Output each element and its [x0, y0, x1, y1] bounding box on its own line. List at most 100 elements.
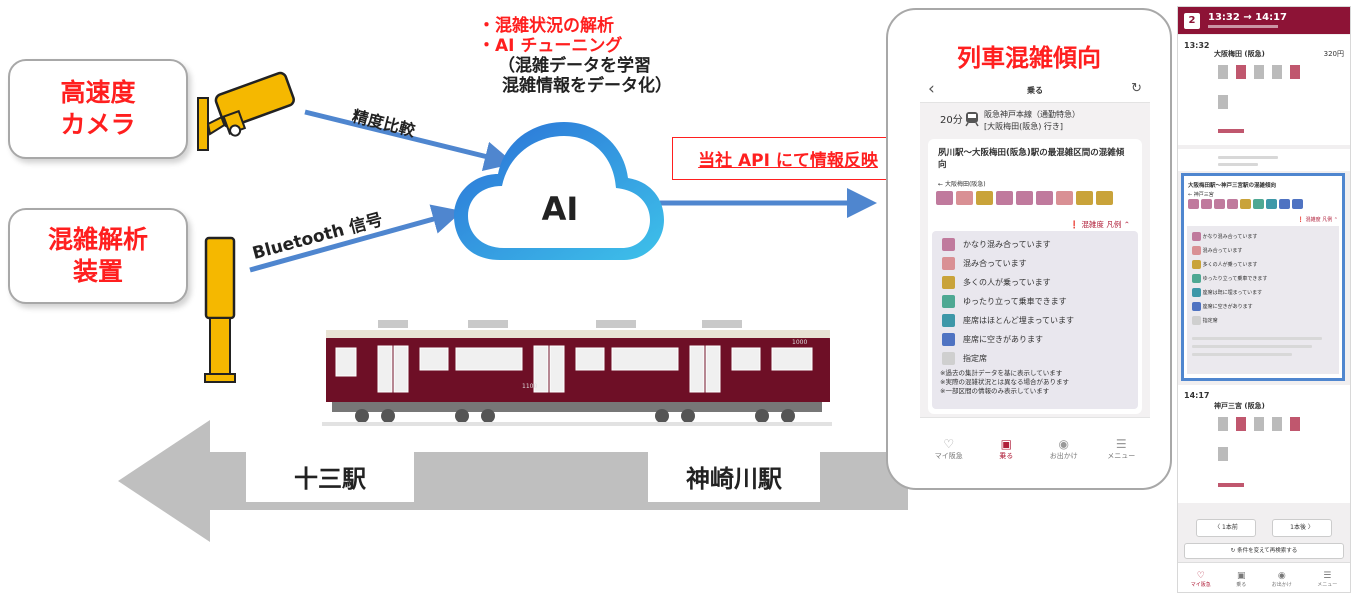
r-nav-menu[interactable]: ☰メニュー: [1317, 571, 1338, 588]
legend-swatch: [942, 332, 955, 346]
r-car-row: [1188, 199, 1305, 211]
legend-swatch: [942, 237, 955, 251]
info-icon: ❗: [1069, 220, 1080, 229]
device-to-ai-arrow: [249, 204, 463, 273]
nav-ride[interactable]: ▣乗る: [984, 437, 1029, 461]
legend-swatch: [942, 351, 955, 365]
direction-text: 大阪梅田(阪急): [944, 181, 986, 188]
legend-row: 混み合っています: [942, 256, 1027, 270]
api-label-box: 当社 API にて情報反映: [672, 137, 904, 180]
r-nav-outing[interactable]: ◉お出かけ: [1271, 571, 1292, 588]
line-name: 阪急神戸本線（通勤特急）: [984, 110, 1080, 119]
r-legend-row: 座席は既に埋まっています: [1192, 286, 1267, 300]
r-bottom-nav: ♡マイ阪急 ▣乗る ◉お出かけ ☰メニュー: [1178, 562, 1350, 592]
route-time: 13:32 → 14:17: [1208, 12, 1288, 23]
next-button[interactable]: 1本後 〉: [1272, 519, 1332, 537]
r-legend-row: かなり混み合っています: [1192, 230, 1267, 244]
heart-train-icon: ♡: [943, 437, 955, 451]
direction-arrow: [118, 420, 908, 542]
legend-row: 多くの人が乗っています: [942, 275, 1051, 289]
car-cell: [1056, 191, 1073, 205]
ai-cloud-icon: [454, 122, 664, 260]
legend-row: かなり混み合っています: [942, 237, 1051, 251]
prev-button[interactable]: 〈 1本前: [1196, 519, 1256, 537]
minutes-label: 20分: [940, 115, 963, 126]
nav-my-hankyu[interactable]: ♡マイ阪急: [926, 437, 971, 461]
high-speed-camera-box: 高速度 カメラ: [8, 59, 188, 159]
station-juso: 十三駅: [246, 450, 414, 502]
destination: [大阪梅田(阪急) 行き]: [984, 122, 1064, 131]
route-badge: 2: [1184, 13, 1200, 29]
legend-swatch: [942, 275, 955, 289]
nav-outing[interactable]: ◉お出かけ: [1041, 437, 1086, 461]
car-cell: [1096, 191, 1113, 205]
notes: ※過去の集計データを基に表示しています ※実際の混雑状況とは異なる場合があります…: [940, 369, 1069, 396]
analyzer-device-icon: [204, 236, 236, 383]
train-nav-icon: ▣: [1000, 437, 1012, 451]
facility-icons: [1218, 65, 1308, 79]
route-line-card: [1178, 149, 1350, 171]
r-nav-ride[interactable]: ▣乗る: [1236, 571, 1247, 588]
r-legend-row: 指定席: [1192, 314, 1267, 328]
arr-time: 14:17: [1184, 391, 1210, 400]
car-cell: [976, 191, 993, 205]
nav-menu[interactable]: ☰メニュー: [1099, 437, 1144, 461]
legend-toggle[interactable]: ❗ 混雑度 凡例 ⌃: [1069, 220, 1130, 229]
car-cell: [1036, 191, 1053, 205]
car-cell: [1016, 191, 1033, 205]
r-nav-my-hankyu[interactable]: ♡マイ阪急: [1190, 571, 1211, 588]
r-legend-row: 混み合っています: [1192, 244, 1267, 258]
r-legend-row: 座席に空きがあります: [1192, 300, 1267, 314]
legend-panel: かなり混み合っています 混み合っています 多くの人が乗っています ゆったり立って…: [932, 231, 1138, 409]
congestion-panel: 大阪梅田駅〜神戸三宮駅の混雑傾向 ← 神戸三宮 ❗ 混雑度 凡例 ⌃ かなり混み…: [1181, 173, 1345, 381]
car-cell: [956, 191, 973, 205]
legend-swatch: [942, 256, 955, 270]
note: ※実際の混雑状況とは異なる場合があります: [940, 378, 1069, 386]
arr-station: 神戸三宮 (阪急): [1214, 402, 1265, 410]
api-label: 当社 API にて情報反映: [698, 151, 878, 171]
dep-time: 13:32: [1184, 41, 1210, 50]
train-icon: [965, 112, 979, 127]
r-legend-panel: かなり混み合っています 混み合っています 多くの人が乗っています ゆったり立って…: [1187, 226, 1339, 374]
route-header: 2 13:32 → 14:17: [1178, 7, 1350, 34]
back-icon[interactable]: ‹: [928, 79, 935, 99]
direction-label: ← 大阪梅田(阪急): [938, 181, 986, 188]
departure-card: 13:32 大阪梅田 (阪急) 320円: [1178, 35, 1350, 145]
refresh-icon[interactable]: ↻: [1131, 81, 1142, 96]
camera-icon: [197, 71, 295, 151]
note: ※過去の集計データを基に表示しています: [940, 369, 1063, 377]
train-image: 1100 1000: [322, 320, 832, 426]
r-legend-row: 多くの人が乗っています: [1192, 258, 1267, 272]
congestion-analyzer-box: 混雑解析 装置: [8, 208, 188, 304]
ai-label: AI: [541, 190, 579, 228]
legend-row: 指定席: [942, 351, 987, 365]
route-screen: 2 13:32 → 14:17 13:32 大阪梅田 (阪急) 320円 大阪梅…: [1177, 6, 1351, 593]
section-title: 夙川駅〜大阪梅田(阪急)駅の最混雑区間の混雑傾向: [938, 148, 1125, 170]
legend-swatch: [942, 294, 955, 308]
r-legend-toggle[interactable]: ❗ 混雑度 凡例 ⌃: [1297, 217, 1338, 223]
arr-facility-icons: [1218, 417, 1308, 431]
car-cell: [936, 191, 953, 205]
app-screen: ‹ 乗る ↻ 20分 阪急神戸本線（通勤特急） [大阪梅田(阪急) 行き] 夙川…: [920, 77, 1150, 467]
note: ※一部区間の情報のみ表示しています: [940, 387, 1050, 395]
ai-sub-line: 混雑情報をデータ化）: [502, 76, 672, 96]
app-header-title: 乗る: [1027, 86, 1043, 95]
r-direction: ← 神戸三宮: [1188, 192, 1214, 198]
car-row: [936, 191, 1116, 207]
train-number-rear: 1000: [792, 339, 807, 346]
arrival-card: 14:17 神戸三宮 (阪急): [1178, 385, 1350, 503]
car-cell: [996, 191, 1013, 205]
r-legend-row: ゆったり立って乗車できます: [1192, 272, 1267, 286]
train-number: 1100: [522, 383, 537, 390]
legend-swatch: [942, 313, 955, 327]
menu-icon: ☰: [1115, 437, 1127, 451]
car-cell: [1076, 191, 1093, 205]
phone-title: 列車混雑傾向: [957, 44, 1101, 72]
camera-to-ai-arrow: [304, 109, 515, 171]
dep-station: 大阪梅田 (阪急): [1214, 50, 1265, 58]
re-search-button[interactable]: ↻ 条件を変えて再検索する: [1184, 543, 1344, 559]
ai-bullet: ・AI チューニング: [478, 36, 623, 56]
app-header: ‹ 乗る ↻: [920, 77, 1150, 103]
congestion-card: 夙川駅〜大阪梅田(阪急)駅の最混雑区間の混雑傾向 ← 大阪梅田(阪急) ❗ 混雑…: [928, 139, 1142, 414]
station-kanzakigawa: 神崎川駅: [648, 450, 820, 502]
